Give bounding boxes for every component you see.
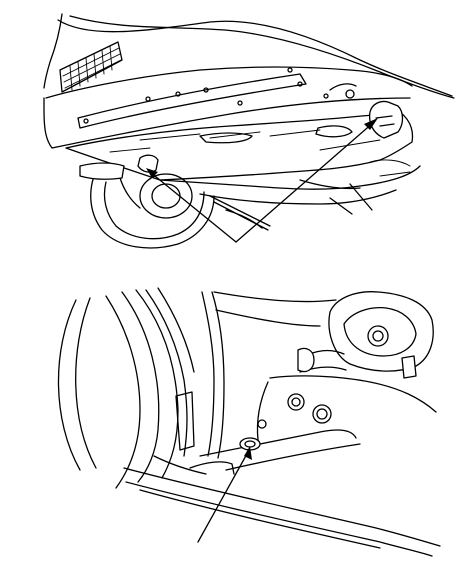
rear-tire-arcs — [57, 289, 179, 489]
bumper-clips — [83, 67, 329, 124]
callout-leaders-top — [146, 118, 378, 243]
fender-line — [69, 15, 455, 99]
panel-sill-view — [57, 287, 441, 557]
wheel-well-liner — [145, 289, 188, 457]
front-left-tire — [90, 173, 215, 249]
left-jack-point-bracket — [137, 154, 159, 173]
hood-outline — [43, 13, 453, 97]
front-wheel-shield — [79, 162, 125, 180]
floor-pan-edge — [213, 291, 337, 327]
callout-leader-bottom — [197, 446, 252, 543]
front-bumper — [43, 66, 413, 149]
mount-bolt-large — [367, 325, 389, 347]
panel-underside-view — [43, 13, 455, 249]
floor-plate — [199, 429, 361, 471]
side-sill — [123, 467, 441, 557]
pinch-weld-flange — [201, 291, 225, 459]
floor-hole-2 — [312, 404, 332, 424]
right-front-bracket — [368, 100, 404, 139]
front-grille — [59, 41, 123, 93]
bumper-lower-edge — [77, 73, 307, 129]
splash-shield — [65, 111, 414, 181]
floor-hole-1 — [287, 393, 305, 411]
